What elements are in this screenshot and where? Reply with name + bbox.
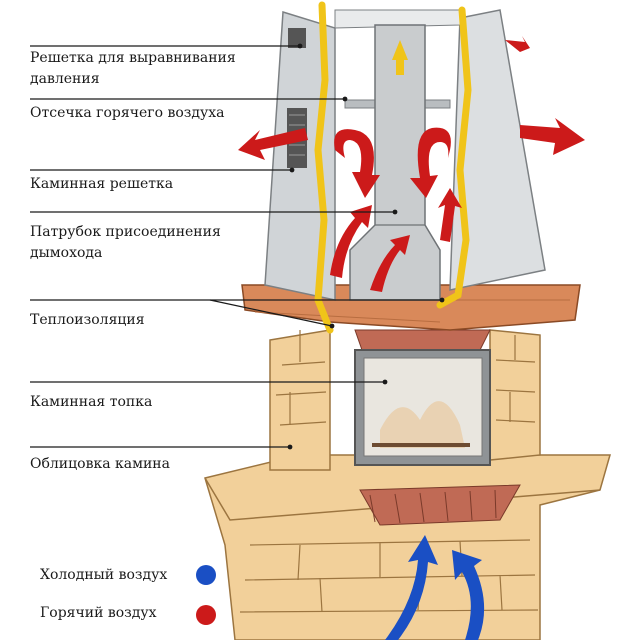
label-firebox: Каминная топка bbox=[30, 394, 153, 410]
flue-pipe bbox=[349, 24, 441, 301]
fireplace-hood bbox=[264, 9, 546, 301]
hot-air-dot-icon bbox=[196, 605, 216, 625]
label-fireplace-grille: Каминная решетка bbox=[30, 176, 174, 192]
legend-hot-air-label: Горячий воздух bbox=[40, 605, 157, 621]
label-hot-air-cutoff: Отсечка горячего воздуха bbox=[30, 105, 225, 121]
legend-cold-air-label: Холодный воздух bbox=[40, 567, 168, 583]
firebox bbox=[354, 349, 491, 466]
cold-air-arrows bbox=[385, 535, 485, 640]
label-text: Решетка для выравнивания давления bbox=[30, 50, 236, 87]
label-cladding: Облицовка камина bbox=[30, 456, 170, 472]
leader-lines bbox=[30, 43, 445, 450]
cold-air-dot-icon bbox=[196, 565, 216, 585]
label-pressure-grille: Решетка для выравнивания давления bbox=[30, 48, 236, 90]
insulation-strips bbox=[314, 1, 472, 334]
label-flue-pipe: Патрубок присоединения дымохода bbox=[30, 222, 221, 264]
hot-air-arrows bbox=[238, 36, 585, 292]
label-text: Патрубок присоединения дымохода bbox=[30, 224, 221, 261]
label-insulation: Теплоизоляция bbox=[30, 312, 145, 328]
